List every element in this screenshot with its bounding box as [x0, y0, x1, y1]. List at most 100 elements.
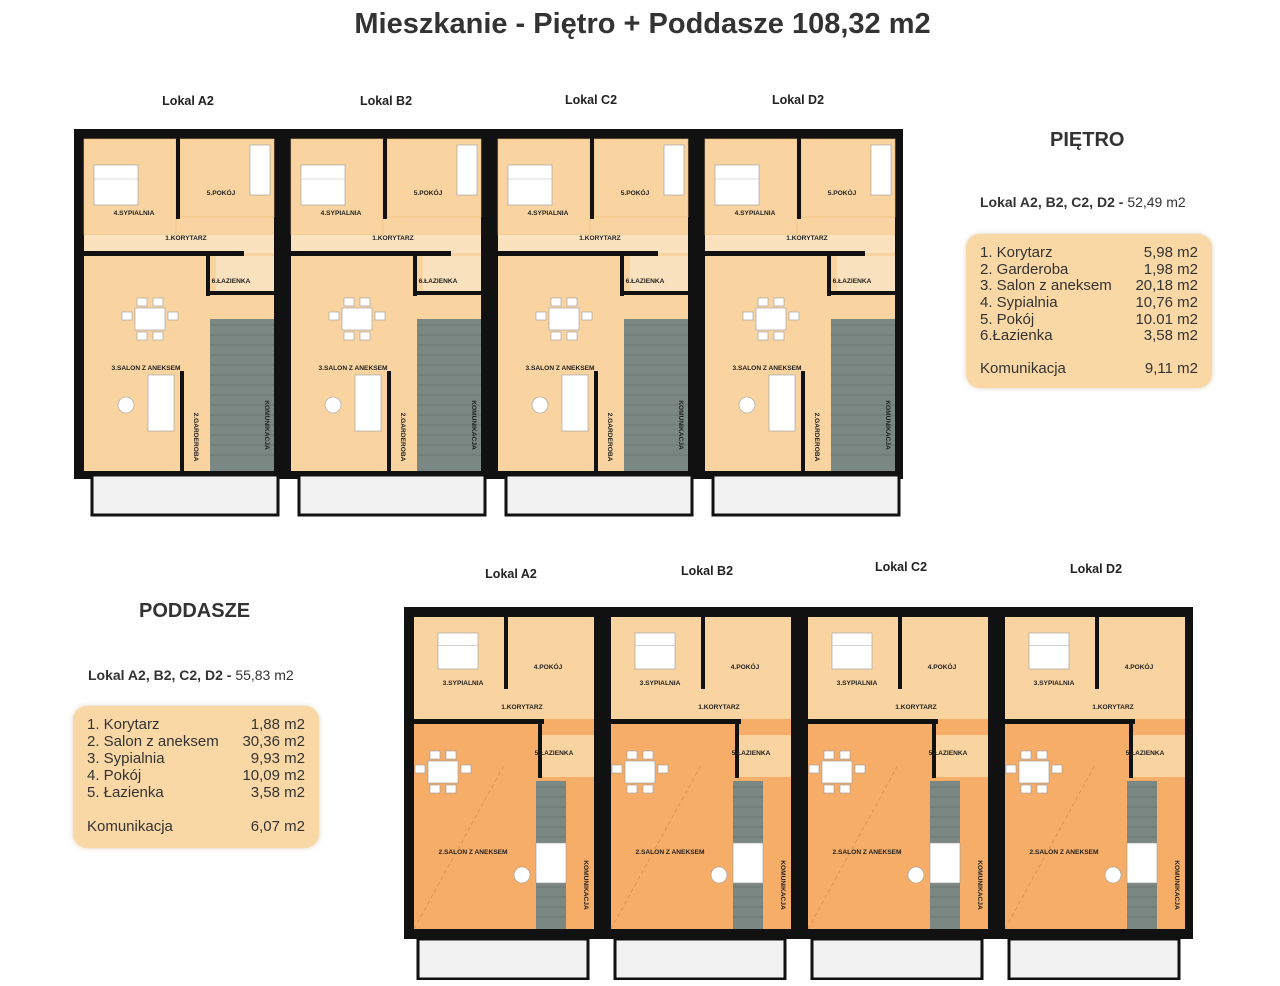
chair	[626, 784, 638, 794]
chair	[1020, 784, 1032, 794]
chair	[414, 764, 426, 774]
terrace	[711, 473, 901, 517]
room-label: 3.SYPIALNIA	[1034, 680, 1075, 687]
interior-wall	[291, 251, 451, 256]
poddasze-heading: PODDASZE	[139, 600, 251, 622]
interior-wall	[735, 724, 739, 778]
room-name: 5. Łazienka	[87, 784, 164, 801]
bathroom	[216, 256, 274, 291]
pietro-summary-area: 52,49 m2	[1127, 194, 1186, 210]
room-area: 10.01 m2	[1135, 311, 1198, 328]
chair	[121, 311, 133, 321]
room-label: 4.SYPIALNIA	[114, 210, 155, 217]
bathroom	[542, 735, 594, 777]
chair	[374, 311, 386, 321]
room-label: 5.POKÓJ	[207, 188, 236, 197]
interior-wall	[383, 139, 387, 219]
chair	[757, 331, 769, 341]
chair	[642, 784, 654, 794]
chair	[642, 750, 654, 760]
pietro-unit-label: Lokal C2	[564, 93, 618, 107]
unit-plan: 3.SYPIALNIA4.POKÓJ1.KORYTARZ5.ŁAZIENKA2.…	[601, 607, 799, 980]
dining-table	[134, 307, 166, 331]
chair	[550, 331, 562, 341]
chair	[1036, 750, 1048, 760]
room-label: 5.POKÓJ	[828, 188, 857, 197]
round-table	[531, 396, 549, 414]
chair	[1005, 764, 1017, 774]
bed	[634, 632, 676, 670]
room-label: KOMUNIKACJA	[976, 860, 983, 910]
room-name: 2. Garderoba	[980, 261, 1069, 278]
interior-wall	[801, 371, 805, 471]
terrace	[90, 473, 280, 517]
interior-wall	[590, 139, 594, 219]
room-label: 1.KORYTARZ	[165, 235, 206, 242]
interior-wall	[624, 291, 688, 295]
round-table	[907, 866, 925, 884]
room-label: 1.KORYTARZ	[501, 704, 542, 711]
wardrobe	[249, 144, 271, 196]
chair	[808, 764, 820, 774]
room-label: 1.KORYTARZ	[579, 235, 620, 242]
dining-table	[755, 307, 787, 331]
room-label: 5.ŁAZIENKA	[732, 750, 771, 757]
chair	[136, 297, 148, 307]
interior-wall	[827, 256, 831, 296]
bathroom	[837, 256, 895, 291]
room-area: 6,07 m2	[250, 818, 305, 835]
room-label: 2.SALON Z ANEKSEM	[439, 849, 509, 856]
bathroom	[739, 735, 791, 777]
room-area: 3,58 m2	[1143, 327, 1198, 344]
room-area: 20,18 m2	[1135, 277, 1198, 294]
room-label: 6.ŁAZIENKA	[833, 278, 872, 285]
bed	[714, 164, 760, 206]
terrace	[810, 937, 984, 980]
interior-wall	[831, 291, 895, 295]
interior-wall	[180, 371, 184, 471]
room-label: 2.SALON Z ANEKSEM	[833, 849, 903, 856]
chair	[429, 784, 441, 794]
pietro-summary-label: Lokal A2, B2, C2, D2 -	[980, 194, 1124, 210]
chair	[152, 331, 164, 341]
sofa	[561, 374, 589, 432]
chair	[839, 784, 851, 794]
chair	[136, 331, 148, 341]
room-label: 1.KORYTARZ	[1092, 704, 1133, 711]
room-area: 10,76 m2	[1135, 294, 1198, 311]
room-label: 5.ŁAZIENKA	[535, 750, 574, 757]
interior-wall	[611, 719, 741, 724]
roof-slope-line	[413, 764, 505, 930]
poddasze-summary: Lokal A2, B2, C2, D2 - 55,83 m2	[88, 667, 294, 683]
unit-plan: 4.SYPIALNIA5.POKÓJ1.KORYTARZ6.ŁAZIENKA3.…	[281, 129, 489, 517]
terrace	[416, 937, 590, 980]
room-label: 6.ŁAZIENKA	[212, 278, 251, 285]
pietro-unit-label: Lokal A2	[162, 94, 214, 108]
interior-wall	[538, 724, 542, 778]
poddasze-summary-label: Lokal A2, B2, C2, D2 -	[88, 667, 232, 683]
interior-wall	[594, 371, 598, 471]
room-area: 10,09 m2	[242, 767, 305, 784]
chair	[152, 297, 164, 307]
unit-plan: 4.SYPIALNIA5.POKÓJ1.KORYTARZ6.ŁAZIENKA3.…	[488, 129, 696, 517]
chair	[854, 764, 866, 774]
interior-wall	[1129, 724, 1133, 778]
wardrobe	[870, 144, 892, 196]
roof-slope-line	[807, 764, 899, 930]
terrace	[504, 473, 694, 517]
room-label: KOMUNIKACJA	[677, 400, 684, 450]
sofa	[1126, 842, 1158, 884]
chair	[823, 784, 835, 794]
round-table	[324, 396, 342, 414]
room-label: 2.GARDEROBA	[813, 413, 820, 462]
room-area: 30,36 m2	[242, 733, 305, 750]
bathroom	[936, 735, 988, 777]
chair	[823, 750, 835, 760]
